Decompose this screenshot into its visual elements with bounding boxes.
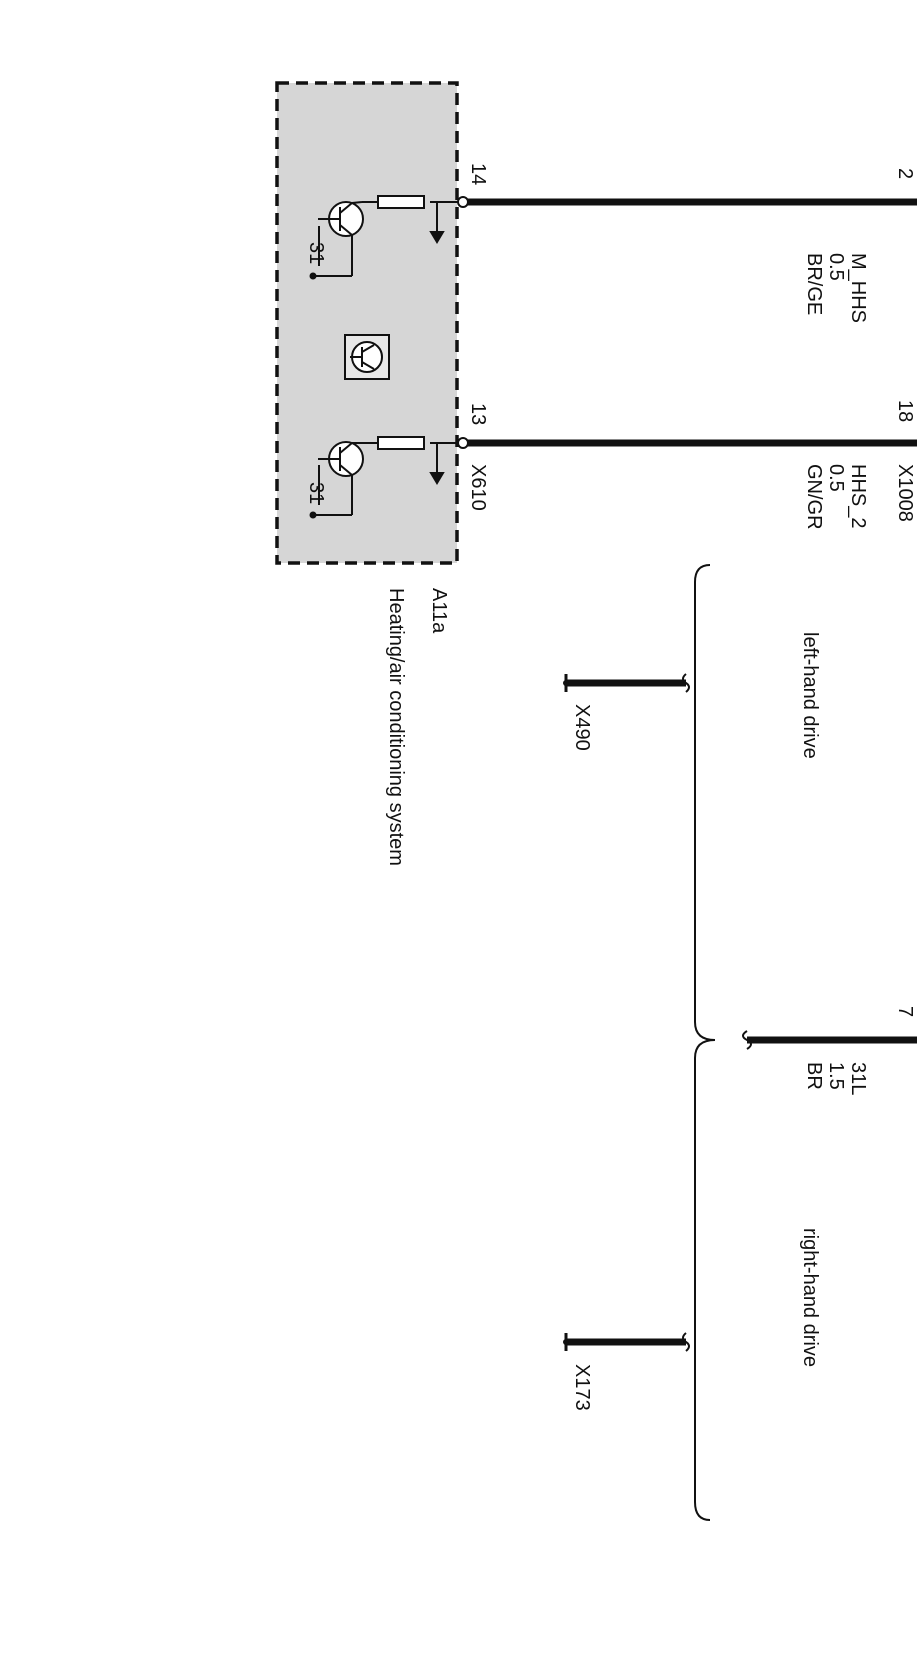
wire-31l-pin: 7 <box>894 1006 916 1017</box>
wire-hhs-2: 18 X1008 HHS_2 0.5 GN/GR <box>457 400 917 530</box>
ground-x490-label: X490 <box>571 704 593 751</box>
variant-lhd-label: left-hand drive <box>799 632 821 759</box>
wire-hhs-2-pin: 18 <box>894 400 916 422</box>
wire-hhs-2-connector: X1008 <box>894 464 916 522</box>
module-ground-label-lower: 31 <box>305 482 327 504</box>
module-ground-label-upper: 31 <box>305 242 327 264</box>
module-circuit-lower <box>309 436 463 519</box>
wire-m-hhs-gauge: 0.5 <box>825 253 847 281</box>
wire-m-hhs: 2 M_HHS 0.5 BR/GE <box>457 168 917 323</box>
wire-31l-color: BR <box>803 1062 825 1090</box>
wire-31l-name: 31L <box>847 1062 869 1095</box>
module-name-label: Heating/air conditioning system <box>385 588 407 866</box>
transistor-symbol-icon <box>344 334 390 380</box>
module-connector-label: X610 <box>467 464 489 511</box>
wire-m-hhs-color: BR/GE <box>803 253 825 315</box>
wire-hhs-2-name: HHS_2 <box>847 464 869 528</box>
module-circuit-upper <box>309 195 463 280</box>
module-a11a: 31 31 14 13 A11a Heating/air conditionin… <box>275 81 489 866</box>
variant-right-hand-drive: right-hand drive X173 <box>563 1228 821 1411</box>
variant-rhd-label: right-hand drive <box>799 1228 821 1367</box>
wire-m-hhs-name: M_HHS <box>847 253 869 323</box>
module-housing <box>275 81 459 565</box>
module-pin-14-label: 14 <box>467 163 489 185</box>
wire-m-hhs-pin: 2 <box>894 168 916 179</box>
wire-hhs-2-gauge: 0.5 <box>825 464 847 492</box>
module-pin-13-label: 13 <box>467 403 489 425</box>
variant-left-hand-drive: left-hand drive X490 <box>563 632 821 759</box>
module-id-label: A11a <box>428 588 450 634</box>
wire-31l: 7 31L 1.5 BR <box>742 1006 917 1095</box>
wire-31l-gauge: 1.5 <box>825 1062 847 1090</box>
ground-x173-label: X173 <box>571 1364 593 1411</box>
wire-hhs-2-color: GN/GR <box>803 464 825 530</box>
variant-bracket <box>694 564 716 1521</box>
